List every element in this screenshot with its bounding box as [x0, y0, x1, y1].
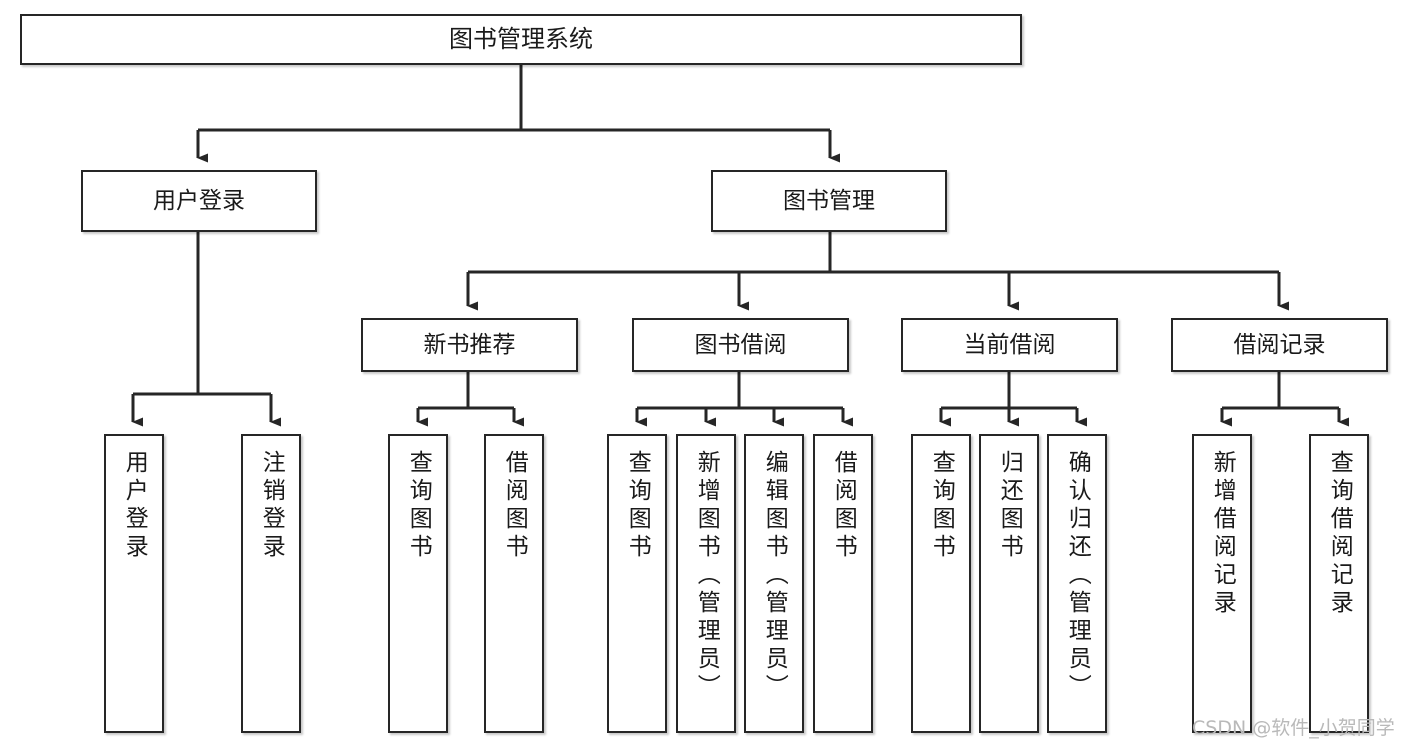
node-book-borrow[interactable]: 图书借阅 [632, 318, 849, 372]
node-leaf-query-book-1[interactable]: 查询图书 [388, 434, 448, 733]
node-leaf-query-book-1-label: 查询图书 [405, 450, 432, 562]
node-leaf-borrow-book-2-label: 借阅图书 [830, 450, 857, 562]
node-leaf-query-book-2-label: 查询图书 [624, 450, 651, 562]
node-leaf-user-login[interactable]: 用户登录 [104, 434, 164, 733]
node-book-management-label: 图书管理 [783, 187, 875, 214]
node-leaf-query-record-label: 查询借阅记录 [1326, 450, 1353, 618]
node-leaf-add-record[interactable]: 新增借阅记录 [1192, 434, 1252, 733]
node-book-borrow-label: 图书借阅 [694, 331, 787, 358]
node-leaf-add-book[interactable]: 新增图书（管理员） [676, 434, 736, 733]
node-new-book-recommend[interactable]: 新书推荐 [361, 318, 578, 372]
node-user-login[interactable]: 用户登录 [81, 170, 317, 232]
node-leaf-query-book-3-label: 查询图书 [928, 450, 955, 562]
node-leaf-user-login-label: 用户登录 [121, 450, 148, 562]
node-leaf-borrow-book-1[interactable]: 借阅图书 [484, 434, 544, 733]
node-root[interactable]: 图书管理系统 [20, 14, 1022, 65]
node-borrow-record-label: 借阅记录 [1233, 331, 1326, 358]
node-current-borrow-label: 当前借阅 [963, 331, 1056, 358]
node-new-book-recommend-label: 新书推荐 [423, 331, 516, 358]
node-leaf-add-record-label: 新增借阅记录 [1209, 450, 1236, 618]
node-leaf-confirm-return-label: 确认归还（管理员） [1064, 450, 1091, 702]
node-leaf-confirm-return[interactable]: 确认归还（管理员） [1047, 434, 1107, 733]
node-leaf-query-book-3[interactable]: 查询图书 [911, 434, 971, 733]
node-current-borrow[interactable]: 当前借阅 [901, 318, 1118, 372]
node-leaf-add-book-label: 新增图书（管理员） [693, 450, 720, 702]
node-book-management[interactable]: 图书管理 [711, 170, 947, 232]
csdn-watermark: CSDN @软件_小贺同学 [1192, 717, 1395, 739]
node-leaf-query-record[interactable]: 查询借阅记录 [1309, 434, 1369, 733]
node-user-login-label: 用户登录 [153, 187, 245, 214]
node-leaf-borrow-book-2[interactable]: 借阅图书 [813, 434, 873, 733]
node-leaf-logout-label: 注销登录 [258, 450, 285, 562]
node-root-label: 图书管理系统 [449, 24, 593, 53]
node-leaf-edit-book[interactable]: 编辑图书（管理员） [744, 434, 804, 733]
node-leaf-return-book[interactable]: 归还图书 [979, 434, 1039, 733]
node-leaf-logout[interactable]: 注销登录 [241, 434, 301, 733]
node-leaf-borrow-book-1-label: 借阅图书 [501, 450, 528, 562]
node-borrow-record[interactable]: 借阅记录 [1171, 318, 1388, 372]
node-leaf-return-book-label: 归还图书 [996, 450, 1023, 562]
node-leaf-edit-book-label: 编辑图书（管理员） [761, 450, 788, 702]
node-leaf-query-book-2[interactable]: 查询图书 [607, 434, 667, 733]
